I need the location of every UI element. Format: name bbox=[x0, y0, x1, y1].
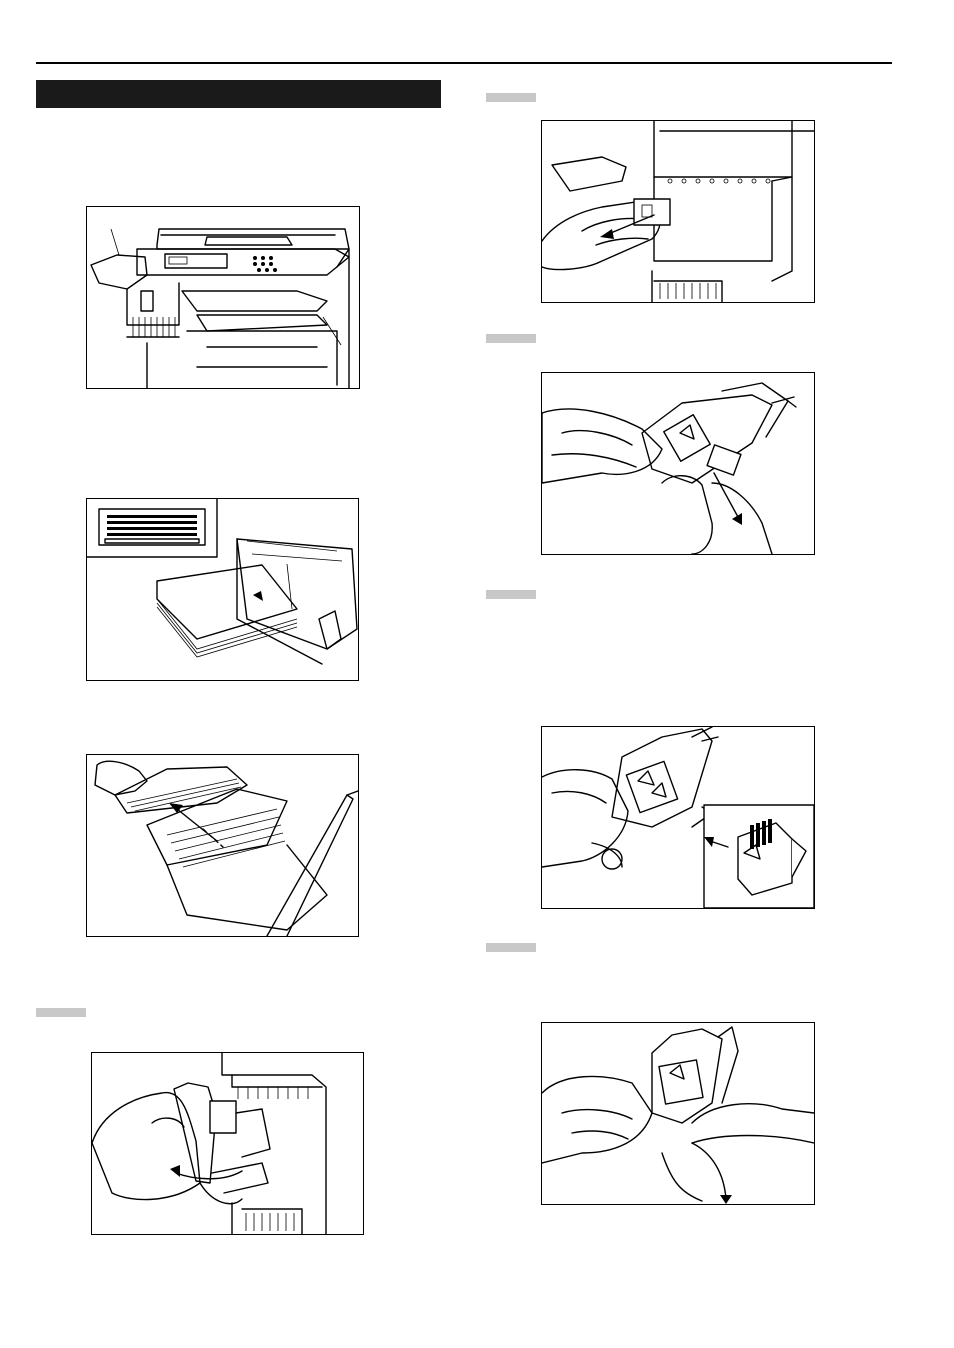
step-tab-5 bbox=[486, 943, 536, 952]
paper-stack-illustration bbox=[87, 499, 358, 665]
stapler-cover-illustration bbox=[92, 1053, 327, 1234]
copier-overview-illustration bbox=[90, 228, 350, 388]
cartridge-insert-illustration bbox=[542, 727, 814, 908]
step-tab-1 bbox=[36, 1008, 86, 1017]
figure-close-holder bbox=[541, 1022, 815, 1205]
holder-close-illustration bbox=[542, 1026, 814, 1204]
figure-open-stapler-cover bbox=[91, 1052, 364, 1235]
step-tab-2 bbox=[486, 93, 536, 102]
step-tab-4 bbox=[486, 590, 536, 599]
figure-pull-out-tray-extension bbox=[86, 754, 359, 937]
cartridge-release-illustration bbox=[542, 382, 797, 554]
tray-extension-illustration bbox=[94, 760, 358, 936]
figure-copier-with-finisher bbox=[86, 206, 360, 389]
staple-holder-removal-illustration bbox=[542, 121, 814, 302]
header-rule bbox=[36, 62, 892, 64]
figure-stacked-paper-output-tray bbox=[86, 498, 359, 681]
section-heading-bar bbox=[36, 80, 441, 108]
figure-insert-new-cartridge bbox=[541, 726, 815, 909]
figure-remove-staple-holder bbox=[541, 120, 815, 303]
figure-release-cartridge bbox=[541, 372, 815, 555]
step-tab-3 bbox=[486, 334, 536, 343]
